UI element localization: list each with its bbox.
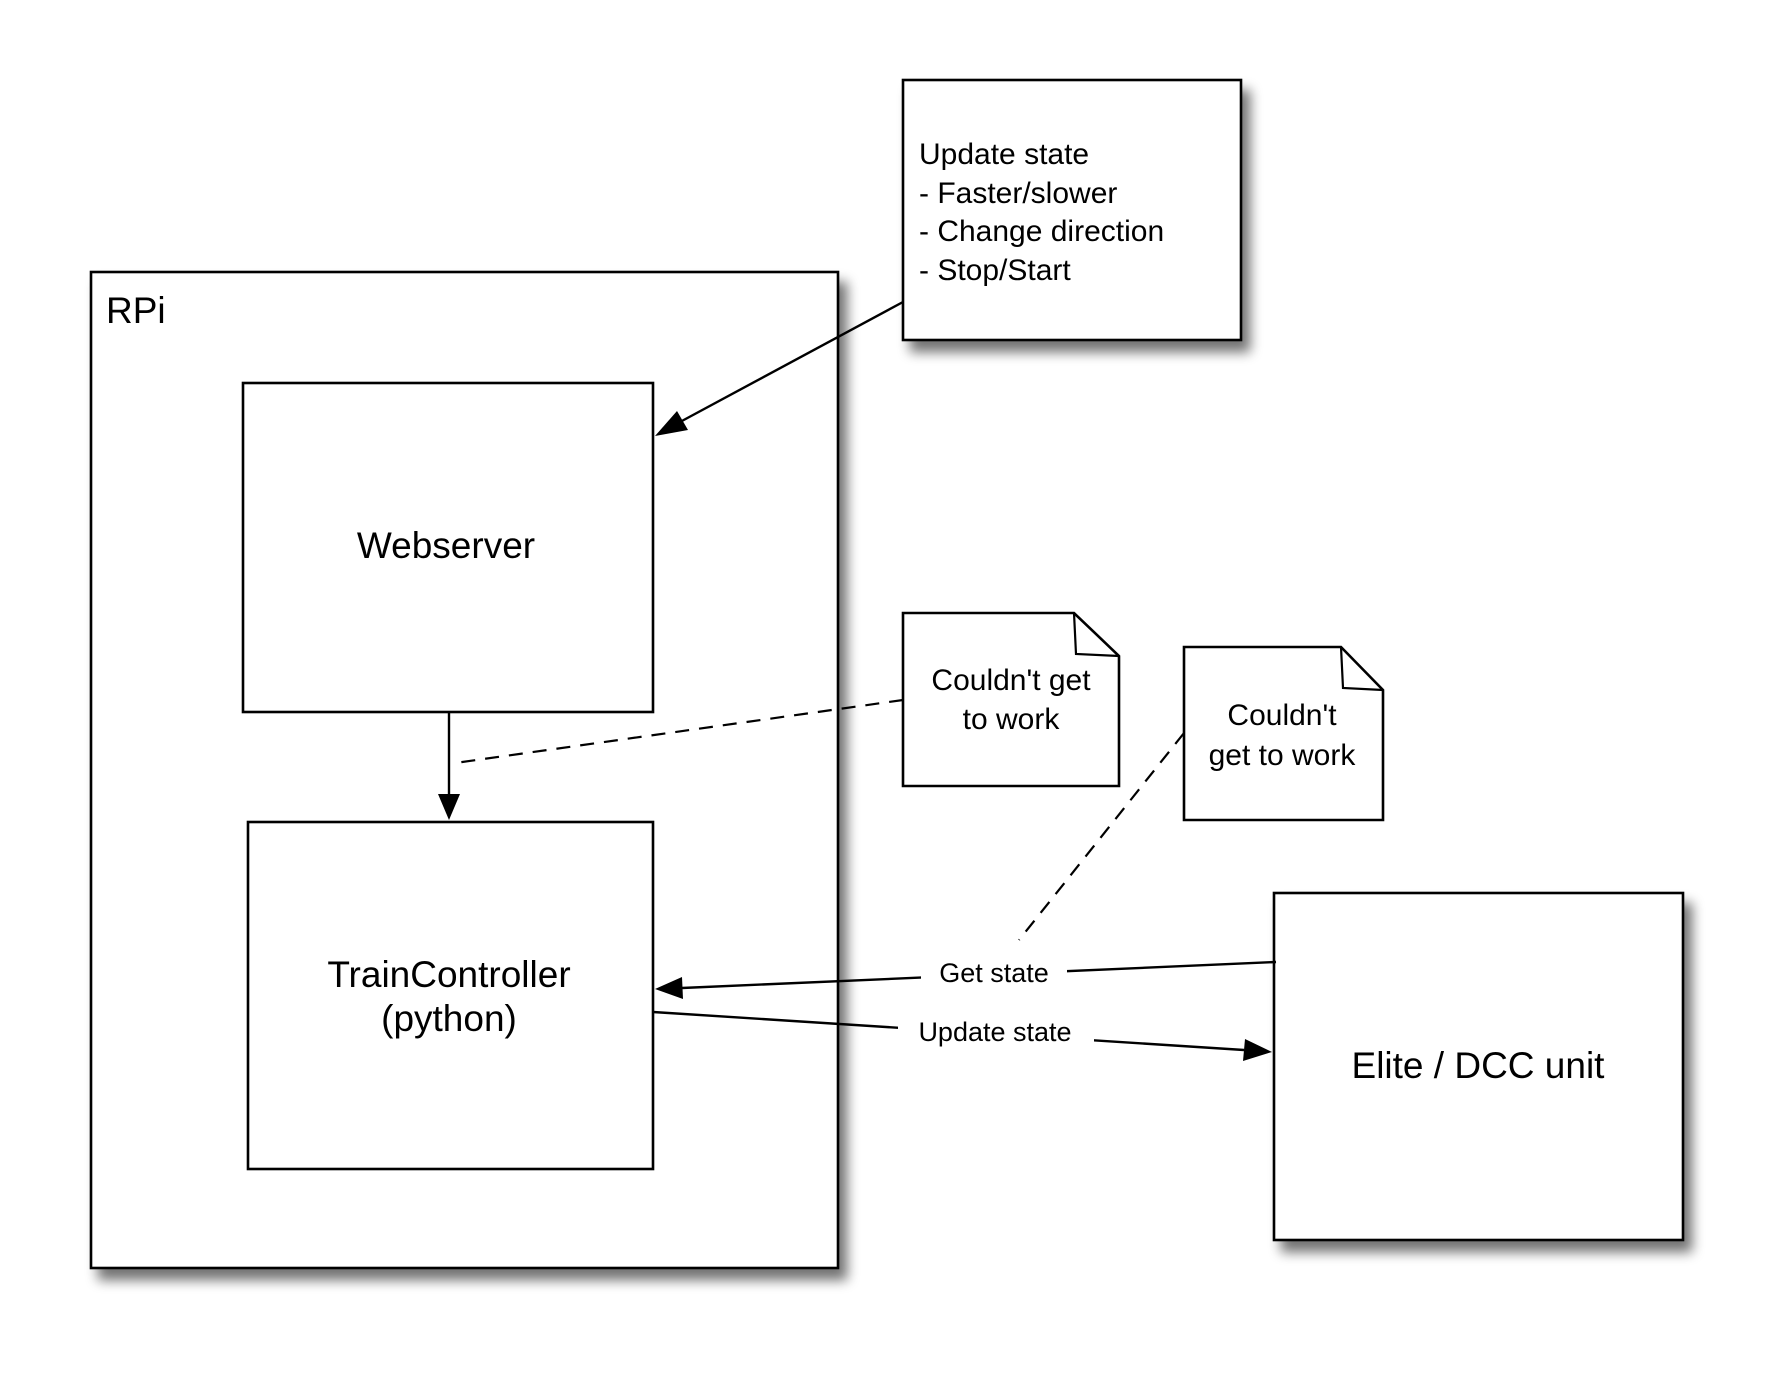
elite-dcc-node: Elite / DCC unit — [1272, 891, 1685, 1242]
edge-webserver-to-controller-arrowhead — [438, 794, 460, 820]
update-state-box — [901, 78, 1243, 342]
edge-update-to-webserver-arrowhead — [655, 411, 688, 436]
train-controller-node: TrainController (python) — [246, 820, 655, 1171]
edge-get-state-label-bg — [921, 954, 1067, 992]
rpi-title: RPi — [106, 290, 166, 331]
update-state-line-2: - Faster/slower — [919, 177, 1117, 210]
note-1-connector — [454, 698, 904, 765]
note-2-shape — [1182, 645, 1385, 822]
edge-get-state-arrowhead — [655, 977, 683, 999]
note-1-line-2: to work — [963, 703, 1061, 736]
edge-update-state-label: Update state — [918, 1017, 1071, 1047]
edge-update-to-webserver-line — [679, 300, 904, 424]
update-state-line-4: - Stop/Start — [919, 254, 1071, 287]
elite-dcc-box — [1272, 891, 1685, 1242]
update-state-node: Update state - Faster/slower - Change di… — [901, 78, 1243, 342]
note-2-line-2: get to work — [1209, 739, 1357, 772]
train-controller-box — [246, 820, 655, 1171]
note-2-connector — [1018, 732, 1185, 941]
train-controller-label-line2: (python) — [381, 998, 517, 1039]
edge-update-state-label-bg — [898, 1013, 1094, 1051]
note-1-line-1: Couldn't get — [931, 664, 1091, 697]
note-2: Couldn't get to work — [1182, 645, 1385, 822]
webserver-box — [241, 381, 655, 714]
note-1: Couldn't get to work — [901, 611, 1121, 788]
note-1-fold — [1072, 612, 1120, 658]
edge-get-state-label: Get state — [939, 958, 1049, 988]
webserver-label: Webserver — [357, 525, 535, 566]
note-2-line-1: Couldn't — [1227, 699, 1337, 732]
edge-update-to-webserver — [655, 300, 904, 436]
update-state-line-3: - Change direction — [919, 215, 1164, 248]
edge-get-state: Get state — [655, 954, 1277, 999]
note-2-fold — [1339, 646, 1384, 692]
elite-dcc-label: Elite / DCC unit — [1352, 1045, 1606, 1086]
webserver-node: Webserver — [241, 381, 655, 714]
edge-update-state: Update state — [652, 1010, 1272, 1061]
edge-update-state-arrowhead — [1243, 1039, 1272, 1061]
edge-webserver-to-controller — [438, 712, 460, 820]
update-state-line-1: Update state — [919, 138, 1089, 171]
train-controller-label-line1: TrainController — [327, 954, 570, 995]
note-1-shape — [901, 611, 1121, 788]
